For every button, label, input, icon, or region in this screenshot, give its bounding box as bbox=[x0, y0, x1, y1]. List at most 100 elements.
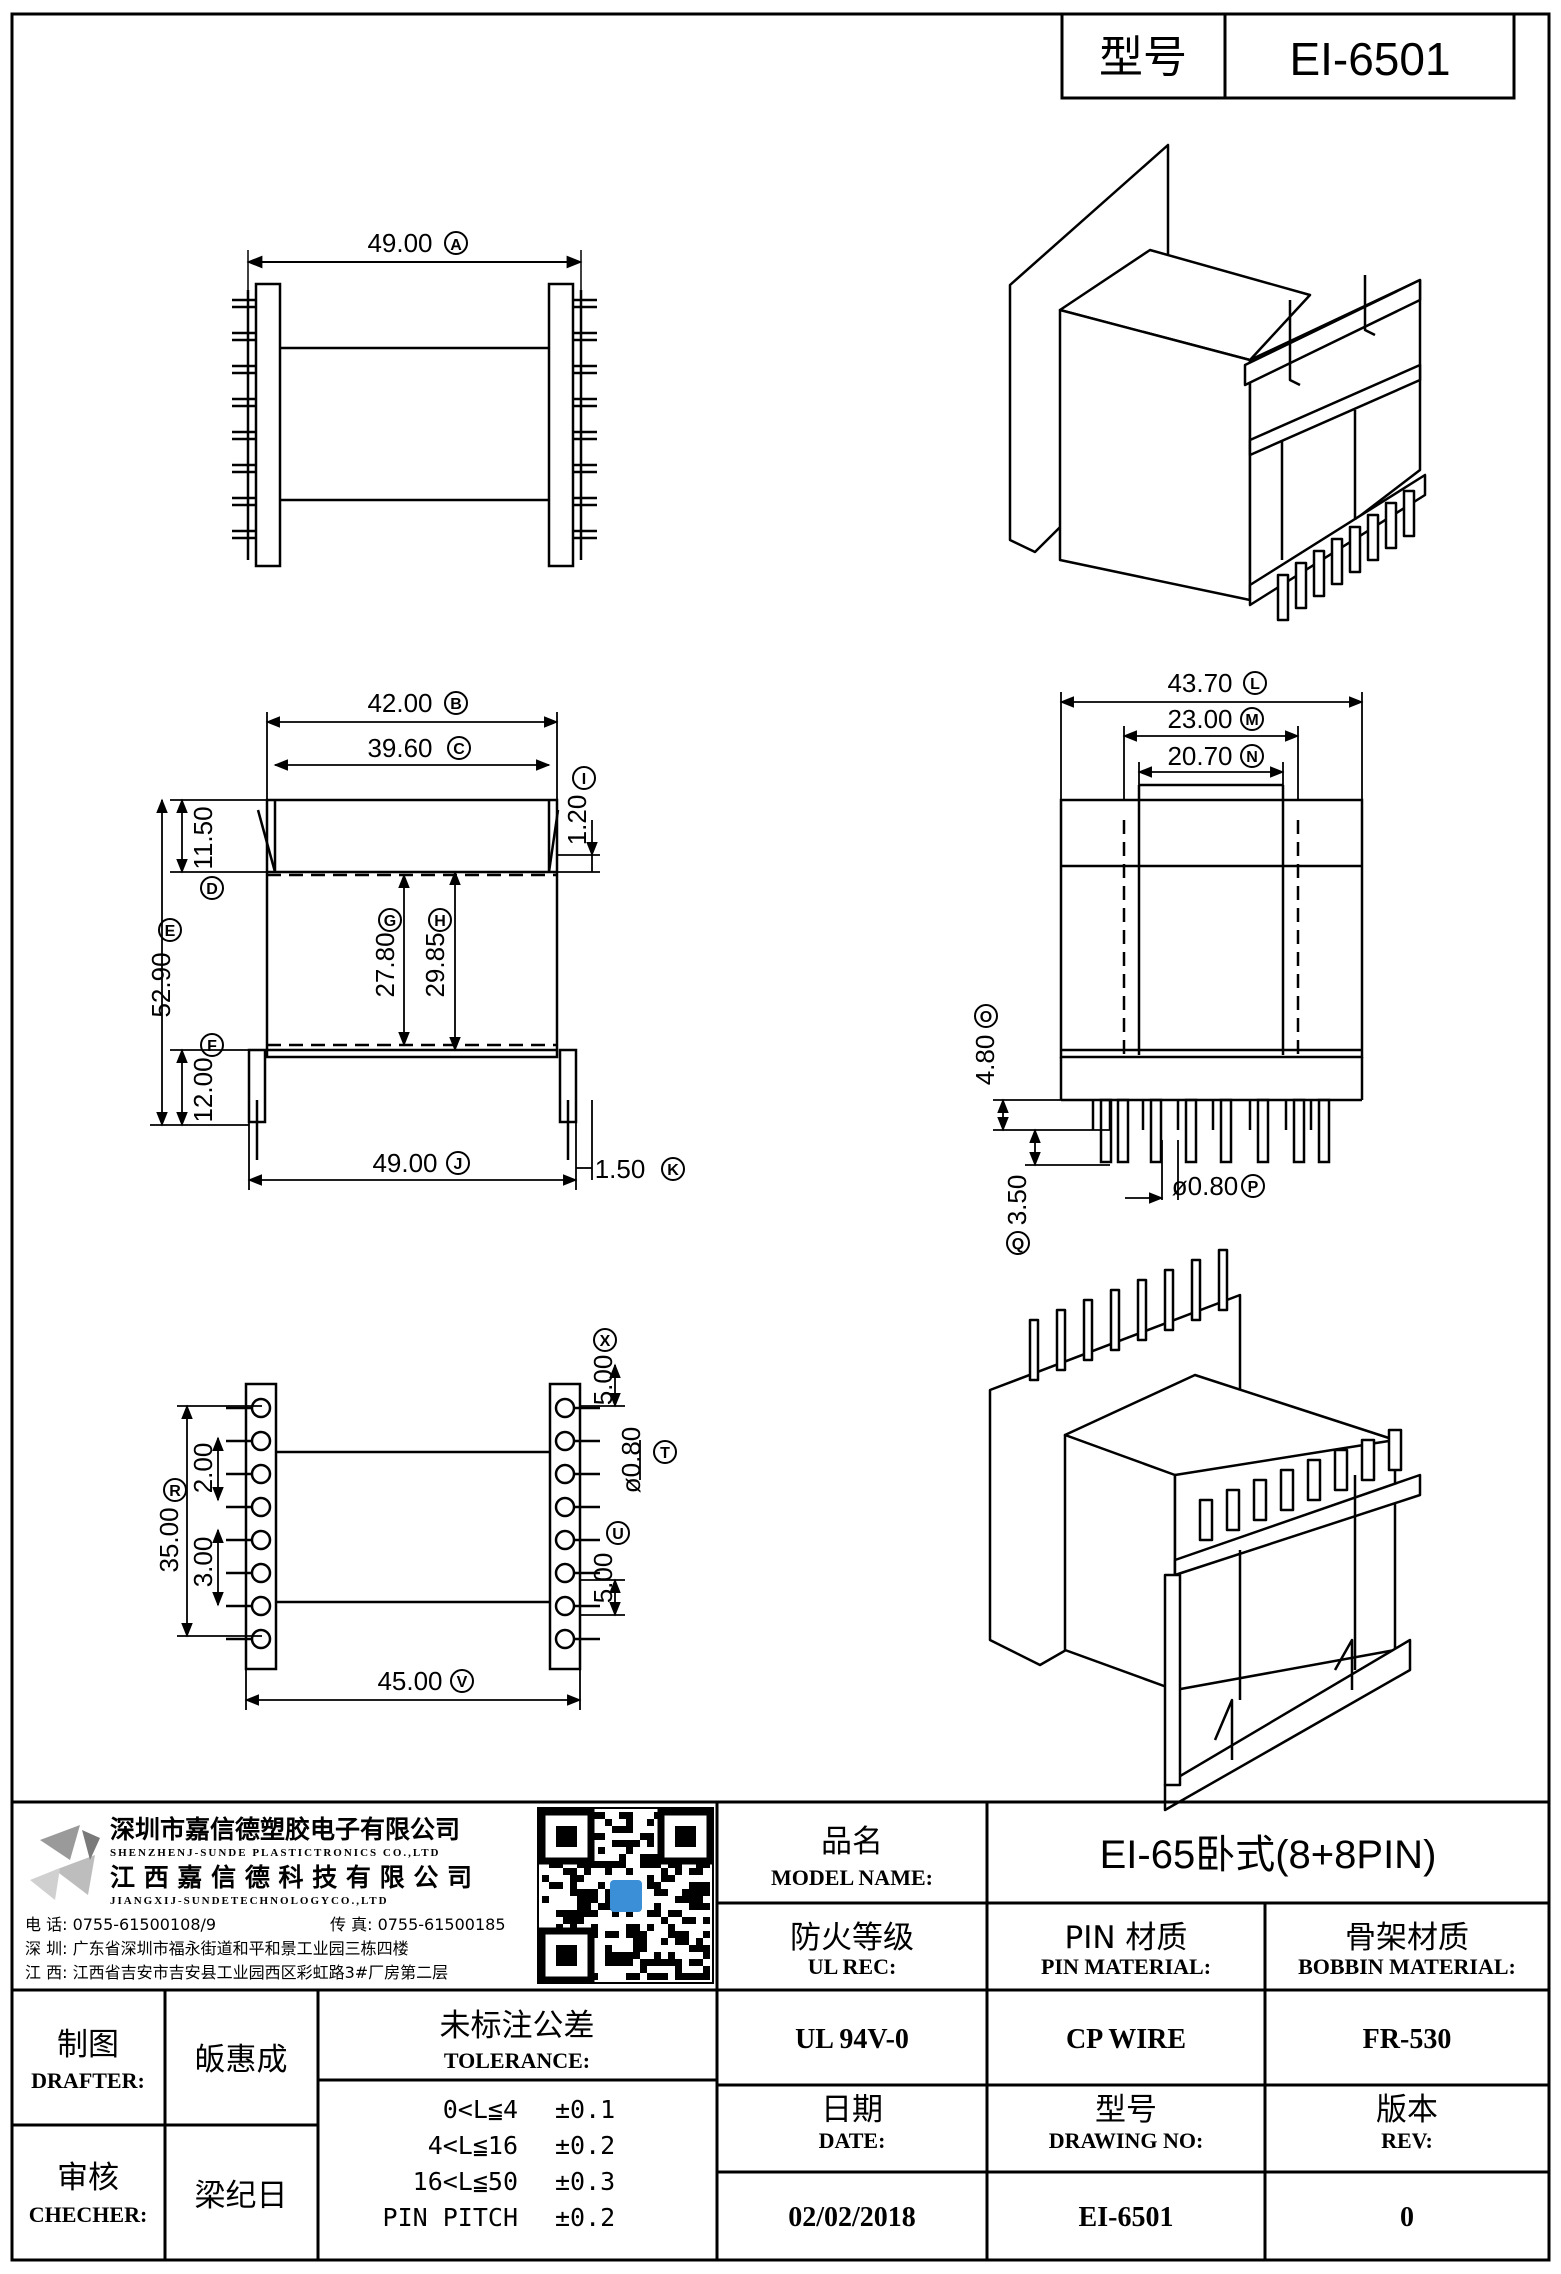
qr-cell bbox=[626, 1812, 633, 1819]
iso-pin bbox=[1360, 1438, 1376, 1482]
dim-e-text: 52.90 bbox=[146, 952, 176, 1017]
rev-en: REV: bbox=[1381, 2128, 1433, 2153]
tol-value-1: ±0.2 bbox=[555, 2131, 615, 2160]
qr-cell bbox=[668, 1931, 675, 1938]
qr-cell bbox=[682, 1896, 689, 1903]
dim-s2-text: 3.00 bbox=[188, 1537, 218, 1588]
company-name-jx: 江 西 嘉 信 德 科 技 有 限 公 司 bbox=[110, 1863, 472, 1892]
drafter-cn: 制图 bbox=[57, 2027, 119, 2063]
qr-cell bbox=[647, 1924, 654, 1931]
qr-cell bbox=[703, 1952, 710, 1959]
pin-hole bbox=[250, 1430, 272, 1452]
qr-cell bbox=[654, 1910, 661, 1917]
front-dim-labels: 42.00 B 39.60 C 11.50 D 52.90 E 12.00 F … bbox=[146, 688, 685, 1184]
qr-cell bbox=[626, 1973, 633, 1980]
company-fax: 传 真: 0755-61500185 bbox=[330, 1915, 506, 1934]
tol-range-0: 0<L≦4 bbox=[443, 2095, 518, 2124]
qr-cell bbox=[619, 1959, 626, 1966]
qr-cell bbox=[612, 1952, 619, 1959]
sheet-border bbox=[10, 12, 1551, 2262]
isometric-view-bottom bbox=[988, 1248, 1422, 1812]
qr-cell bbox=[647, 1882, 654, 1889]
tolerance-en: TOLERANCE: bbox=[444, 2048, 590, 2073]
qr-cell bbox=[633, 1931, 640, 1938]
qr-cell bbox=[696, 1938, 703, 1945]
qr-cell bbox=[703, 1973, 710, 1980]
qr-cell bbox=[640, 1861, 647, 1868]
qr-cell bbox=[668, 1952, 675, 1959]
qr-cell bbox=[647, 1833, 654, 1840]
dim-o-tag: O bbox=[980, 1009, 992, 1026]
dim-r-tag: R bbox=[169, 1483, 181, 1500]
qr-cell bbox=[675, 1938, 682, 1945]
qr-cell bbox=[682, 1973, 689, 1980]
company-block: 深圳市嘉信德塑胶电子有限公司 SHENZHENJ-SUNDE PLASTICTR… bbox=[25, 1807, 714, 1984]
qr-cell bbox=[619, 1826, 626, 1833]
qr-cell bbox=[591, 1896, 598, 1903]
bobbin-cn: 骨架材质 bbox=[1345, 1920, 1469, 1956]
dim-r-text: 35.00 bbox=[154, 1507, 184, 1572]
qr-cell bbox=[626, 1910, 633, 1917]
qr-cell bbox=[570, 1875, 577, 1882]
qr-cell bbox=[703, 1931, 710, 1938]
dim-e-tag: E bbox=[165, 923, 176, 940]
qr-finder-core bbox=[556, 1945, 577, 1966]
qr-cell bbox=[570, 1910, 577, 1917]
iso-pin bbox=[1279, 1468, 1295, 1512]
qr-cell bbox=[668, 1875, 675, 1882]
qr-cell bbox=[647, 1875, 654, 1882]
qr-cell bbox=[619, 1861, 626, 1868]
qr-cell bbox=[626, 1868, 633, 1875]
header-model-label: 型号 bbox=[1099, 33, 1187, 82]
dim-g-text: 27.80 bbox=[370, 932, 400, 997]
pin-hole bbox=[250, 1628, 272, 1650]
qr-cell bbox=[577, 1889, 584, 1896]
dim-m-text: 23.00 bbox=[1167, 704, 1232, 734]
qr-cell bbox=[703, 1903, 710, 1910]
pin-en: PIN MATERIAL: bbox=[1041, 1954, 1211, 1979]
pin-hole bbox=[250, 1463, 272, 1485]
qr-cell bbox=[542, 1896, 549, 1903]
dim-j-tag: J bbox=[454, 1156, 463, 1173]
drafter-name: 皈惠成 bbox=[195, 2042, 288, 2078]
qr-cell bbox=[696, 1882, 703, 1889]
qr-cell bbox=[605, 1952, 612, 1959]
iso-pin bbox=[1306, 1458, 1322, 1502]
qr-cell bbox=[696, 1945, 703, 1952]
pin bbox=[1116, 1098, 1130, 1164]
pin-hole bbox=[554, 1595, 576, 1617]
dim-x-text: 5.00 bbox=[588, 1355, 618, 1406]
qr-cell bbox=[570, 1889, 577, 1896]
dim-c-text: 39.60 bbox=[367, 733, 432, 763]
bobbin-value: FR-530 bbox=[1363, 2024, 1452, 2055]
dim-t-tag: T bbox=[660, 1445, 670, 1462]
pin bbox=[1317, 1098, 1331, 1164]
dim-n-text: 20.70 bbox=[1167, 741, 1232, 771]
qr-cell bbox=[570, 1868, 577, 1875]
dim-v-tag: V bbox=[457, 1674, 468, 1691]
qr-cell bbox=[668, 1959, 675, 1966]
qr-cell bbox=[584, 1889, 591, 1896]
qr-cell bbox=[584, 1910, 591, 1917]
qr-code bbox=[537, 1807, 714, 1984]
qr-cell bbox=[584, 1868, 591, 1875]
pin-hole bbox=[554, 1496, 576, 1518]
qr-cell bbox=[612, 1910, 619, 1917]
iso-pin bbox=[1225, 1488, 1241, 1532]
company-name-jx-en: JIANGXIJ-SUNDETECHNOLOGYCO.,LTD bbox=[110, 1895, 389, 1907]
qr-cell bbox=[633, 1952, 640, 1959]
company-name-sz: 深圳市嘉信德塑胶电子有限公司 bbox=[110, 1815, 460, 1844]
tol-range-2: 16<L≦50 bbox=[413, 2167, 518, 2196]
isometric-view-top bbox=[1008, 143, 1427, 622]
iso-pin bbox=[1082, 1298, 1094, 1362]
iso-pin bbox=[1294, 561, 1308, 610]
qr-cell bbox=[598, 1903, 605, 1910]
qr-logo bbox=[610, 1880, 642, 1912]
pin-hole bbox=[250, 1595, 272, 1617]
company-addr-jx: 江 西: 江西省吉安市吉安县工业园西区彩虹路3#厂房第二层 bbox=[25, 1963, 448, 1982]
qr-cell bbox=[591, 1889, 598, 1896]
pin bbox=[1184, 1098, 1198, 1164]
qr-cell bbox=[619, 1854, 626, 1861]
qr-cell bbox=[612, 1959, 619, 1966]
